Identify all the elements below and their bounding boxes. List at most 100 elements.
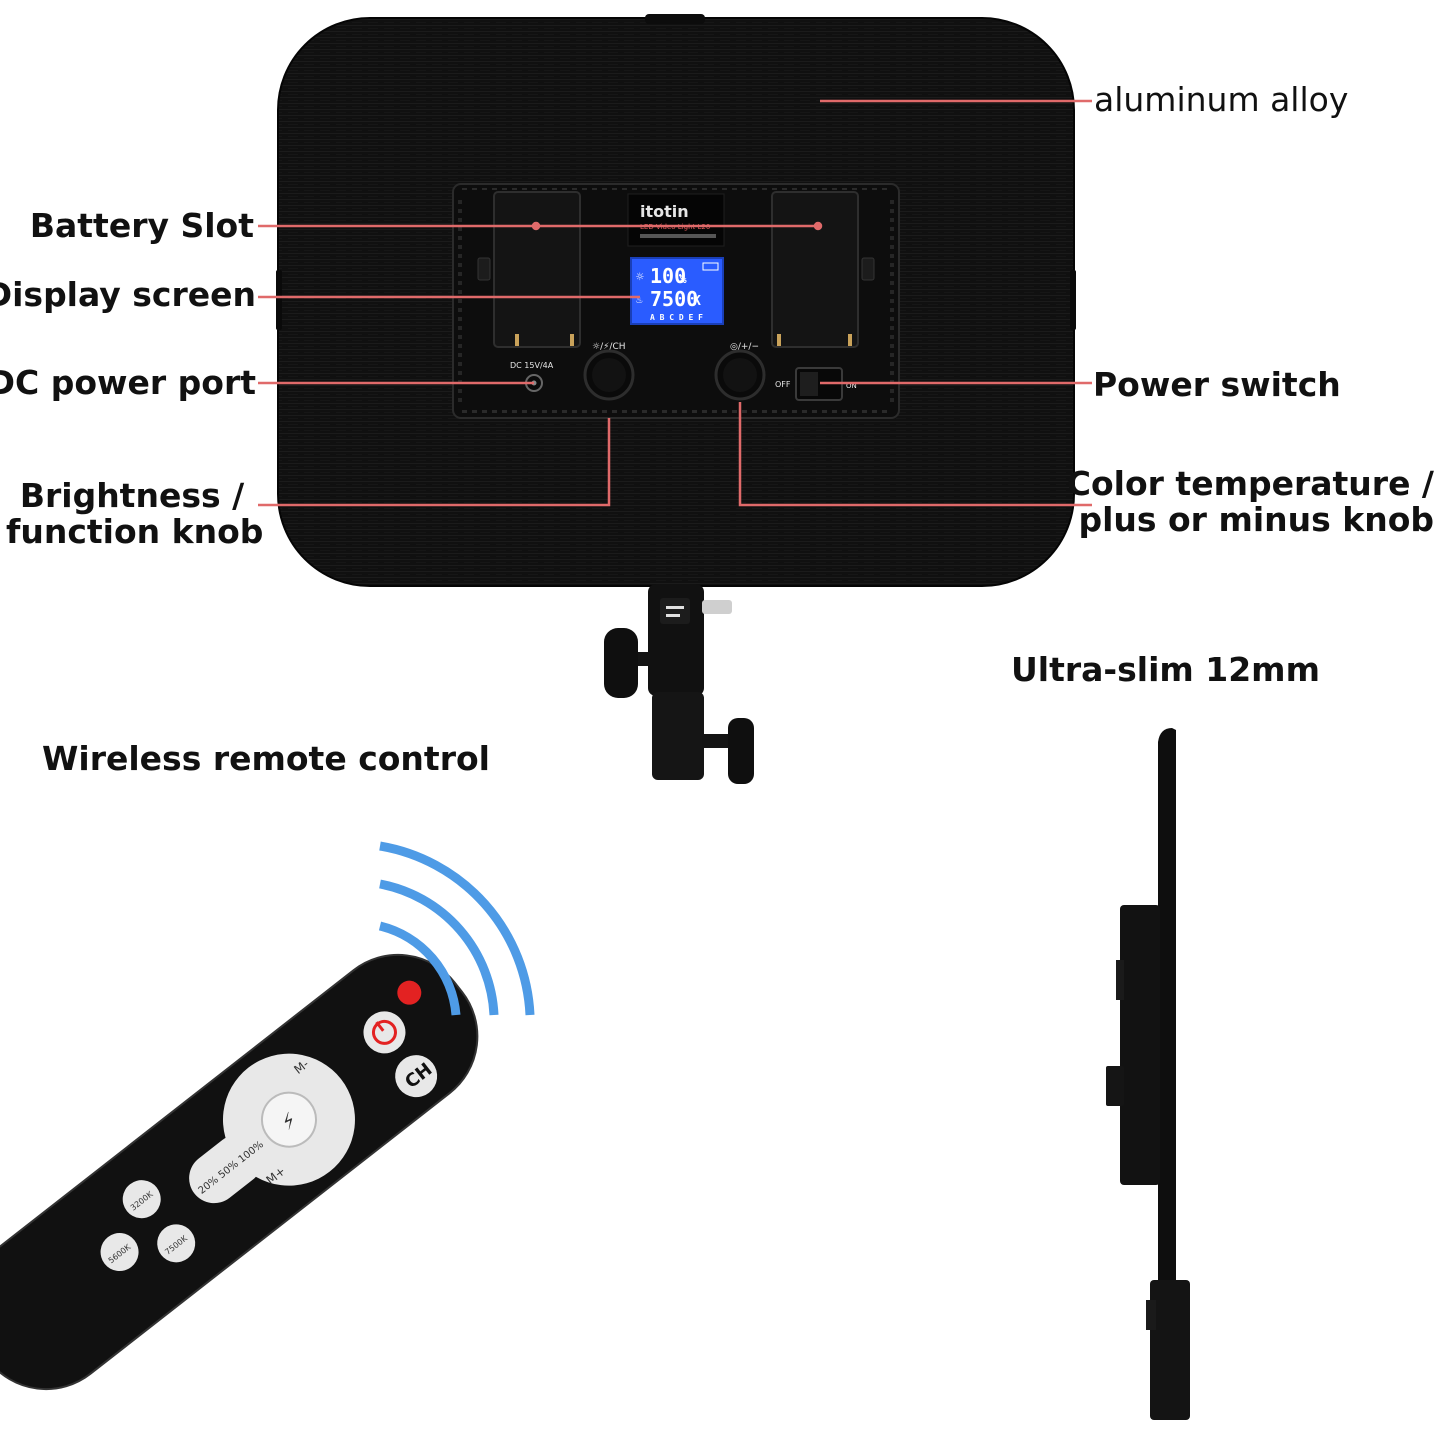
vent-slot — [472, 410, 477, 413]
label-color-temp-line2: plus or minus knob — [1078, 500, 1434, 539]
vent-slot — [458, 398, 462, 402]
vent-column — [458, 200, 894, 402]
vent-slot — [642, 410, 647, 413]
vent-slot — [890, 335, 894, 339]
label-brightness-line2: function knob — [6, 512, 264, 551]
vent-slot — [582, 410, 587, 413]
vent-slot — [852, 410, 857, 413]
vent-slot — [842, 188, 847, 190]
vent-slot — [632, 188, 637, 190]
vent-slot — [592, 188, 597, 190]
vent-slot — [632, 410, 637, 413]
vent-slot — [652, 410, 657, 413]
remote-5600k-button[interactable] — [93, 1225, 146, 1278]
vent-slot — [822, 410, 827, 413]
side-view-panel — [1106, 728, 1190, 1420]
vent-slot — [458, 227, 462, 231]
vent-slot — [890, 353, 894, 357]
vent-slot — [672, 188, 677, 190]
vent-slot — [890, 317, 894, 321]
vent-slot — [852, 188, 857, 190]
vent-slot — [458, 389, 462, 393]
vent-slot — [458, 218, 462, 222]
vent-slot — [662, 188, 667, 190]
vent-slot — [890, 254, 894, 258]
vent-slot — [458, 245, 462, 249]
vent-slot — [458, 335, 462, 339]
vent-slot — [662, 410, 667, 413]
vent-slot — [802, 188, 807, 190]
vent-slot — [458, 344, 462, 348]
vent-slot — [702, 188, 707, 190]
vent-slot — [890, 218, 894, 222]
vent-slot — [542, 410, 547, 413]
vent-slot — [890, 209, 894, 213]
label-power-switch: Power switch — [1093, 365, 1341, 404]
leader-lines — [258, 99, 1092, 507]
vent-slot — [622, 188, 627, 190]
vent-slot — [458, 326, 462, 330]
vent-slot — [890, 308, 894, 312]
vent-slot — [752, 188, 757, 190]
vent-slot — [458, 272, 462, 276]
lcd-channels: A B C D E F — [650, 313, 703, 322]
vent-slot — [458, 299, 462, 303]
vent-slot — [890, 200, 894, 204]
signal-waves-icon — [378, 841, 535, 1016]
vent-slot — [890, 299, 894, 303]
vent-slot — [492, 188, 497, 190]
vent-slot — [458, 362, 462, 366]
knob-left-label: ☼/⚡/CH — [592, 342, 626, 352]
vent-slot — [862, 410, 867, 413]
vent-slot — [458, 371, 462, 375]
battery-indicator-icon — [702, 262, 719, 271]
vent-slot — [482, 188, 487, 190]
label-aluminum-alloy: aluminum alloy — [1094, 80, 1349, 119]
vent-slot — [652, 188, 657, 190]
on-label: ON — [846, 382, 857, 390]
remote-brightness-presets[interactable] — [179, 1125, 273, 1214]
remote-3200k-button[interactable] — [115, 1173, 168, 1226]
temperature-icon: ♨ — [636, 293, 643, 306]
remote-ch-button[interactable] — [387, 1047, 446, 1106]
vent-slot — [832, 410, 837, 413]
vent-slot — [872, 188, 877, 190]
vent-slot — [890, 281, 894, 285]
leader-brightness — [258, 418, 611, 507]
vent-slot — [890, 272, 894, 276]
vent-slot — [890, 290, 894, 294]
vent-slot — [762, 410, 767, 413]
vent-slot — [542, 188, 547, 190]
vent-slot — [752, 410, 757, 413]
vent-slot — [762, 188, 767, 190]
lcd-temperature: 7500 — [650, 287, 698, 311]
vent-slot — [572, 410, 577, 413]
mount-bracket — [604, 584, 754, 784]
remote-control: CH ⚡ M- M+ 20% 50% 100% 3200K 7500K 5600… — [0, 953, 479, 1391]
vent-slot — [458, 200, 462, 204]
vent-slot — [552, 188, 557, 190]
vent-slot — [458, 254, 462, 258]
vent-slot — [672, 410, 677, 413]
vent-slot — [890, 389, 894, 393]
vent-slot — [872, 410, 877, 413]
vent-slot — [502, 188, 507, 190]
vent-slot — [458, 281, 462, 285]
remote-power-button[interactable] — [355, 1003, 414, 1062]
indicator-led — [397, 980, 422, 1005]
knob-right-label: ◎/+/− — [730, 342, 759, 352]
vent-slot — [552, 410, 557, 413]
vent-slot — [802, 410, 807, 413]
vent-slot — [862, 188, 867, 190]
vent-slot — [692, 188, 697, 190]
label-battery-slot: Battery Slot — [29, 206, 254, 245]
remote-7500k-button[interactable] — [150, 1217, 203, 1270]
vent-slot — [622, 410, 627, 413]
vent-slot — [612, 188, 617, 190]
vent-slot — [890, 344, 894, 348]
vent-slot — [722, 188, 727, 190]
remote-lightning-button[interactable] — [251, 1082, 327, 1158]
vent-slot — [462, 410, 467, 413]
brand-plate: itotin LED Video Light L20 — [627, 193, 725, 247]
